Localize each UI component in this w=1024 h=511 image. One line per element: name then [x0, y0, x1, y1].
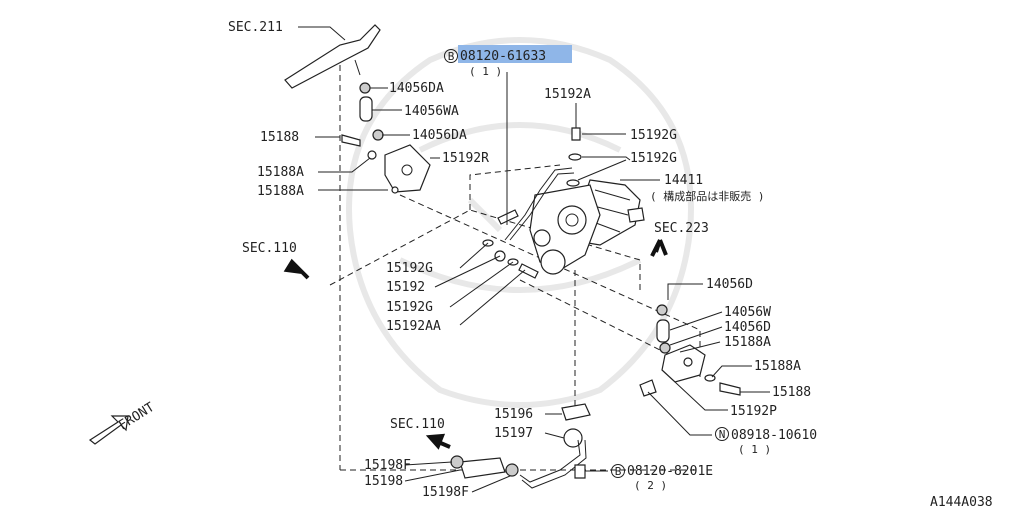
bolt-15192A	[571, 127, 581, 141]
svg-text:B: B	[615, 465, 622, 478]
clamp-14056D-lower	[659, 342, 671, 354]
label-14056W[interactable]: 14056W	[724, 305, 771, 320]
hose-14056WA	[359, 96, 373, 122]
label-15192P[interactable]: 15192P	[730, 404, 777, 419]
label-15188A-a[interactable]: 15188A	[257, 165, 304, 180]
label-sec110-lower[interactable]: SEC.110	[390, 417, 445, 432]
label-08120-8201E[interactable]: 08120-8201E	[627, 464, 713, 479]
clamp-14056DA-top	[359, 82, 371, 94]
turbocharger-14411	[529, 179, 645, 275]
clamp-14056DA-lower	[372, 129, 384, 141]
sec110-arrow-lower	[425, 433, 451, 450]
label-sec223[interactable]: SEC.223	[654, 221, 709, 236]
svg-text:N: N	[719, 428, 726, 441]
label-15198F-b[interactable]: 15198F	[422, 485, 469, 500]
washer-15192G-a	[568, 153, 582, 161]
clamp-15198F-a	[450, 455, 464, 469]
selected-part-highlight	[458, 45, 572, 63]
label-front: FRONT	[116, 400, 157, 434]
upper-oil-tube	[284, 24, 384, 160]
gasket-15196	[561, 403, 591, 421]
front-arrow-icon	[88, 415, 129, 445]
bolt-15192AA	[518, 263, 539, 279]
label-14056DA-top[interactable]: 14056DA	[389, 81, 444, 96]
label-08120-8201E-qty: ( 2 )	[634, 479, 667, 492]
label-15188A-b[interactable]: 15188A	[257, 184, 304, 199]
label-15188-right[interactable]: 15188	[772, 385, 811, 400]
label-08120-61633[interactable]: 08120-61633	[460, 49, 546, 64]
diagram-ref-code: A144A038	[930, 495, 993, 510]
label-sec110-upper[interactable]: SEC.110	[242, 241, 297, 256]
washer-15192G-b	[566, 179, 580, 187]
flange-15192P	[661, 344, 706, 383]
label-sec211[interactable]: SEC.211	[228, 20, 283, 35]
label-15196[interactable]: 15196	[494, 407, 533, 422]
label-15192G-a[interactable]: 15192G	[630, 128, 677, 143]
lower-oil-pipe	[450, 403, 591, 489]
label-15198F-a[interactable]: 15198F	[364, 458, 411, 473]
leader-lines	[298, 26, 770, 493]
label-08918-10610-qty: ( 1 )	[738, 443, 771, 456]
label-15192G-d[interactable]: 15192G	[386, 300, 433, 315]
oil-feed-pipe	[482, 127, 582, 279]
label-14056WA[interactable]: 14056WA	[404, 104, 459, 119]
bolt-08120-8201E	[574, 464, 586, 479]
sec110-arrow-upper	[283, 258, 310, 280]
flange-15192R	[384, 144, 431, 194]
bolt-08120-61633	[497, 209, 519, 225]
label-15188A-c[interactable]: 15188A	[724, 335, 771, 350]
label-15192A[interactable]: 15192A	[544, 87, 591, 102]
bolt-15188-right	[719, 382, 741, 396]
label-15198[interactable]: 15198	[364, 474, 403, 489]
label-14056D-lower[interactable]: 14056D	[724, 320, 771, 335]
nut-08918-10610	[639, 379, 657, 397]
label-15192G-c[interactable]: 15192G	[386, 261, 433, 276]
clamp-15198F-b	[505, 463, 519, 477]
hose-15198	[459, 457, 506, 479]
gasket-15197	[563, 428, 583, 448]
hose-14056W	[656, 319, 670, 343]
label-15192G-b[interactable]: 15192G	[630, 151, 677, 166]
badge-b-bottom: B	[611, 464, 625, 478]
label-14056DA-lower[interactable]: 14056DA	[412, 128, 467, 143]
label-15192[interactable]: 15192	[386, 280, 425, 295]
badge-b-top: B	[444, 49, 458, 63]
badge-n: N	[715, 427, 729, 441]
label-08120-61633-qty: ( 1 )	[469, 65, 502, 78]
label-15188A-d[interactable]: 15188A	[754, 359, 801, 374]
label-14056D-top[interactable]: 14056D	[706, 277, 753, 292]
label-15197[interactable]: 15197	[494, 426, 533, 441]
label-14411-note: ( 構成部品は非販売 )	[650, 189, 765, 203]
label-15192AA[interactable]: 15192AA	[386, 319, 441, 334]
label-15188-left[interactable]: 15188	[260, 130, 299, 145]
label-08918-10610[interactable]: 08918-10610	[731, 428, 817, 443]
label-15192R[interactable]: 15192R	[442, 151, 489, 166]
sec223-arrow	[650, 239, 668, 257]
label-14411[interactable]: 14411	[664, 173, 703, 188]
clamp-14056D-top	[656, 304, 668, 316]
bolt-15188-left	[341, 134, 361, 147]
svg-text:B: B	[448, 50, 455, 63]
